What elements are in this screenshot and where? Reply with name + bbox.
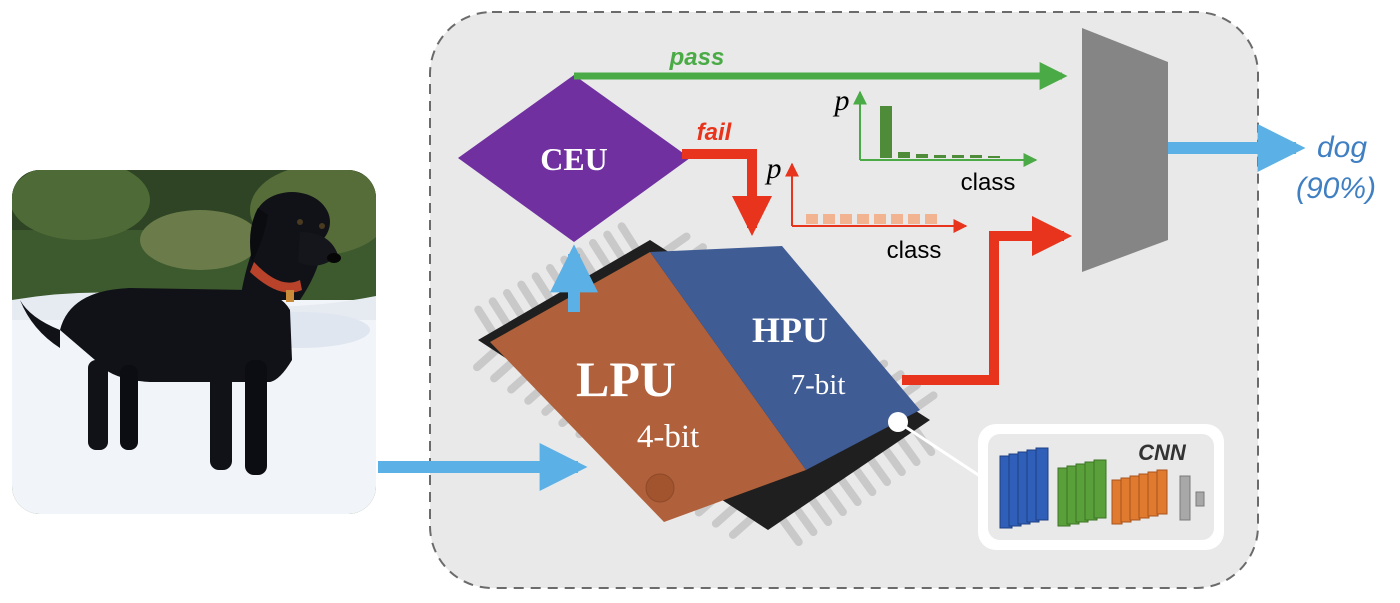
cnn-block-fc	[1179, 475, 1191, 521]
pass-hist-bar	[934, 155, 946, 158]
fail-hist-bar	[874, 214, 886, 224]
hpu-to-mux-arrow	[902, 216, 1072, 385]
chip-pin	[488, 297, 511, 328]
chip-pin	[728, 514, 755, 539]
fail-hist-bar	[925, 214, 937, 224]
fail-label: fail	[697, 119, 733, 146]
pass-hist-bar	[988, 156, 1000, 158]
hpu-bits: 7-bit	[791, 369, 846, 401]
mux-selector	[1082, 28, 1168, 272]
output-confidence: (90%)	[1296, 172, 1376, 205]
pass-hist-bar	[880, 106, 892, 158]
chip-pin	[867, 456, 892, 486]
chip-pin	[531, 272, 554, 303]
lpu-bits: 4-bit	[637, 419, 699, 455]
cnn-block-out	[1195, 491, 1205, 507]
pass-hist-y-label: p	[833, 84, 850, 117]
hpu-region	[650, 246, 920, 470]
cnn-block-green	[1093, 459, 1107, 519]
fail-hist-bar	[857, 214, 869, 224]
fail-hist-bar	[840, 214, 852, 224]
pass-hist-bar	[898, 152, 910, 158]
pass-hist-x-label: class	[961, 169, 1016, 196]
chip-pin	[490, 358, 517, 383]
chip-pin	[896, 436, 921, 466]
chip-pin1-mark	[645, 473, 675, 503]
chip-pin	[473, 347, 500, 372]
pass-hist-bar	[952, 155, 964, 158]
fail-hist-bars	[806, 214, 937, 224]
chip-pin	[852, 466, 877, 496]
pass-label: pass	[669, 44, 725, 71]
chip-pin	[837, 476, 862, 506]
chip-pin	[822, 486, 847, 516]
cnn-block-blue	[1035, 447, 1049, 521]
chip-pin	[881, 446, 906, 476]
fail-histogram: p class	[765, 152, 968, 264]
pass-hist-bar	[916, 154, 928, 158]
pass-hist-bars	[880, 106, 1000, 158]
ceu-diamond	[458, 75, 690, 242]
fail-hist-bar	[806, 214, 818, 224]
cnn-label: CNN	[1138, 440, 1187, 465]
cnn-block-orange	[1156, 469, 1168, 515]
chip-pin	[503, 289, 525, 319]
hpu-label: HPU	[752, 310, 828, 350]
cnn-layers	[999, 447, 1205, 529]
chip-pin	[662, 232, 691, 255]
chip-pin	[517, 280, 540, 311]
pass-histogram: p class	[833, 84, 1038, 196]
cnn-callout-dot	[888, 412, 908, 432]
fail-hist-y-label: p	[765, 152, 782, 185]
chip-pin	[603, 230, 626, 261]
chip-pin	[778, 516, 803, 546]
cnn-callout-line	[897, 420, 993, 486]
chip-pin	[617, 222, 640, 253]
ceu-label: CEU	[540, 141, 608, 177]
fail-hist-bar	[823, 214, 835, 224]
pass-hist-bar	[970, 155, 982, 158]
lpu-label: LPU	[576, 351, 676, 407]
fail-hist-bar	[891, 214, 903, 224]
chip-pin	[711, 503, 738, 528]
input-dog-photo	[12, 170, 376, 514]
chip-pin	[793, 506, 818, 536]
output-class: dog	[1317, 131, 1367, 164]
fail-arrow	[682, 149, 772, 236]
chip-pin	[808, 496, 833, 526]
fail-hist-x-label: class	[887, 237, 942, 264]
chip-pin	[474, 305, 497, 336]
fail-hist-bar	[908, 214, 920, 224]
lpu-region	[490, 252, 806, 522]
